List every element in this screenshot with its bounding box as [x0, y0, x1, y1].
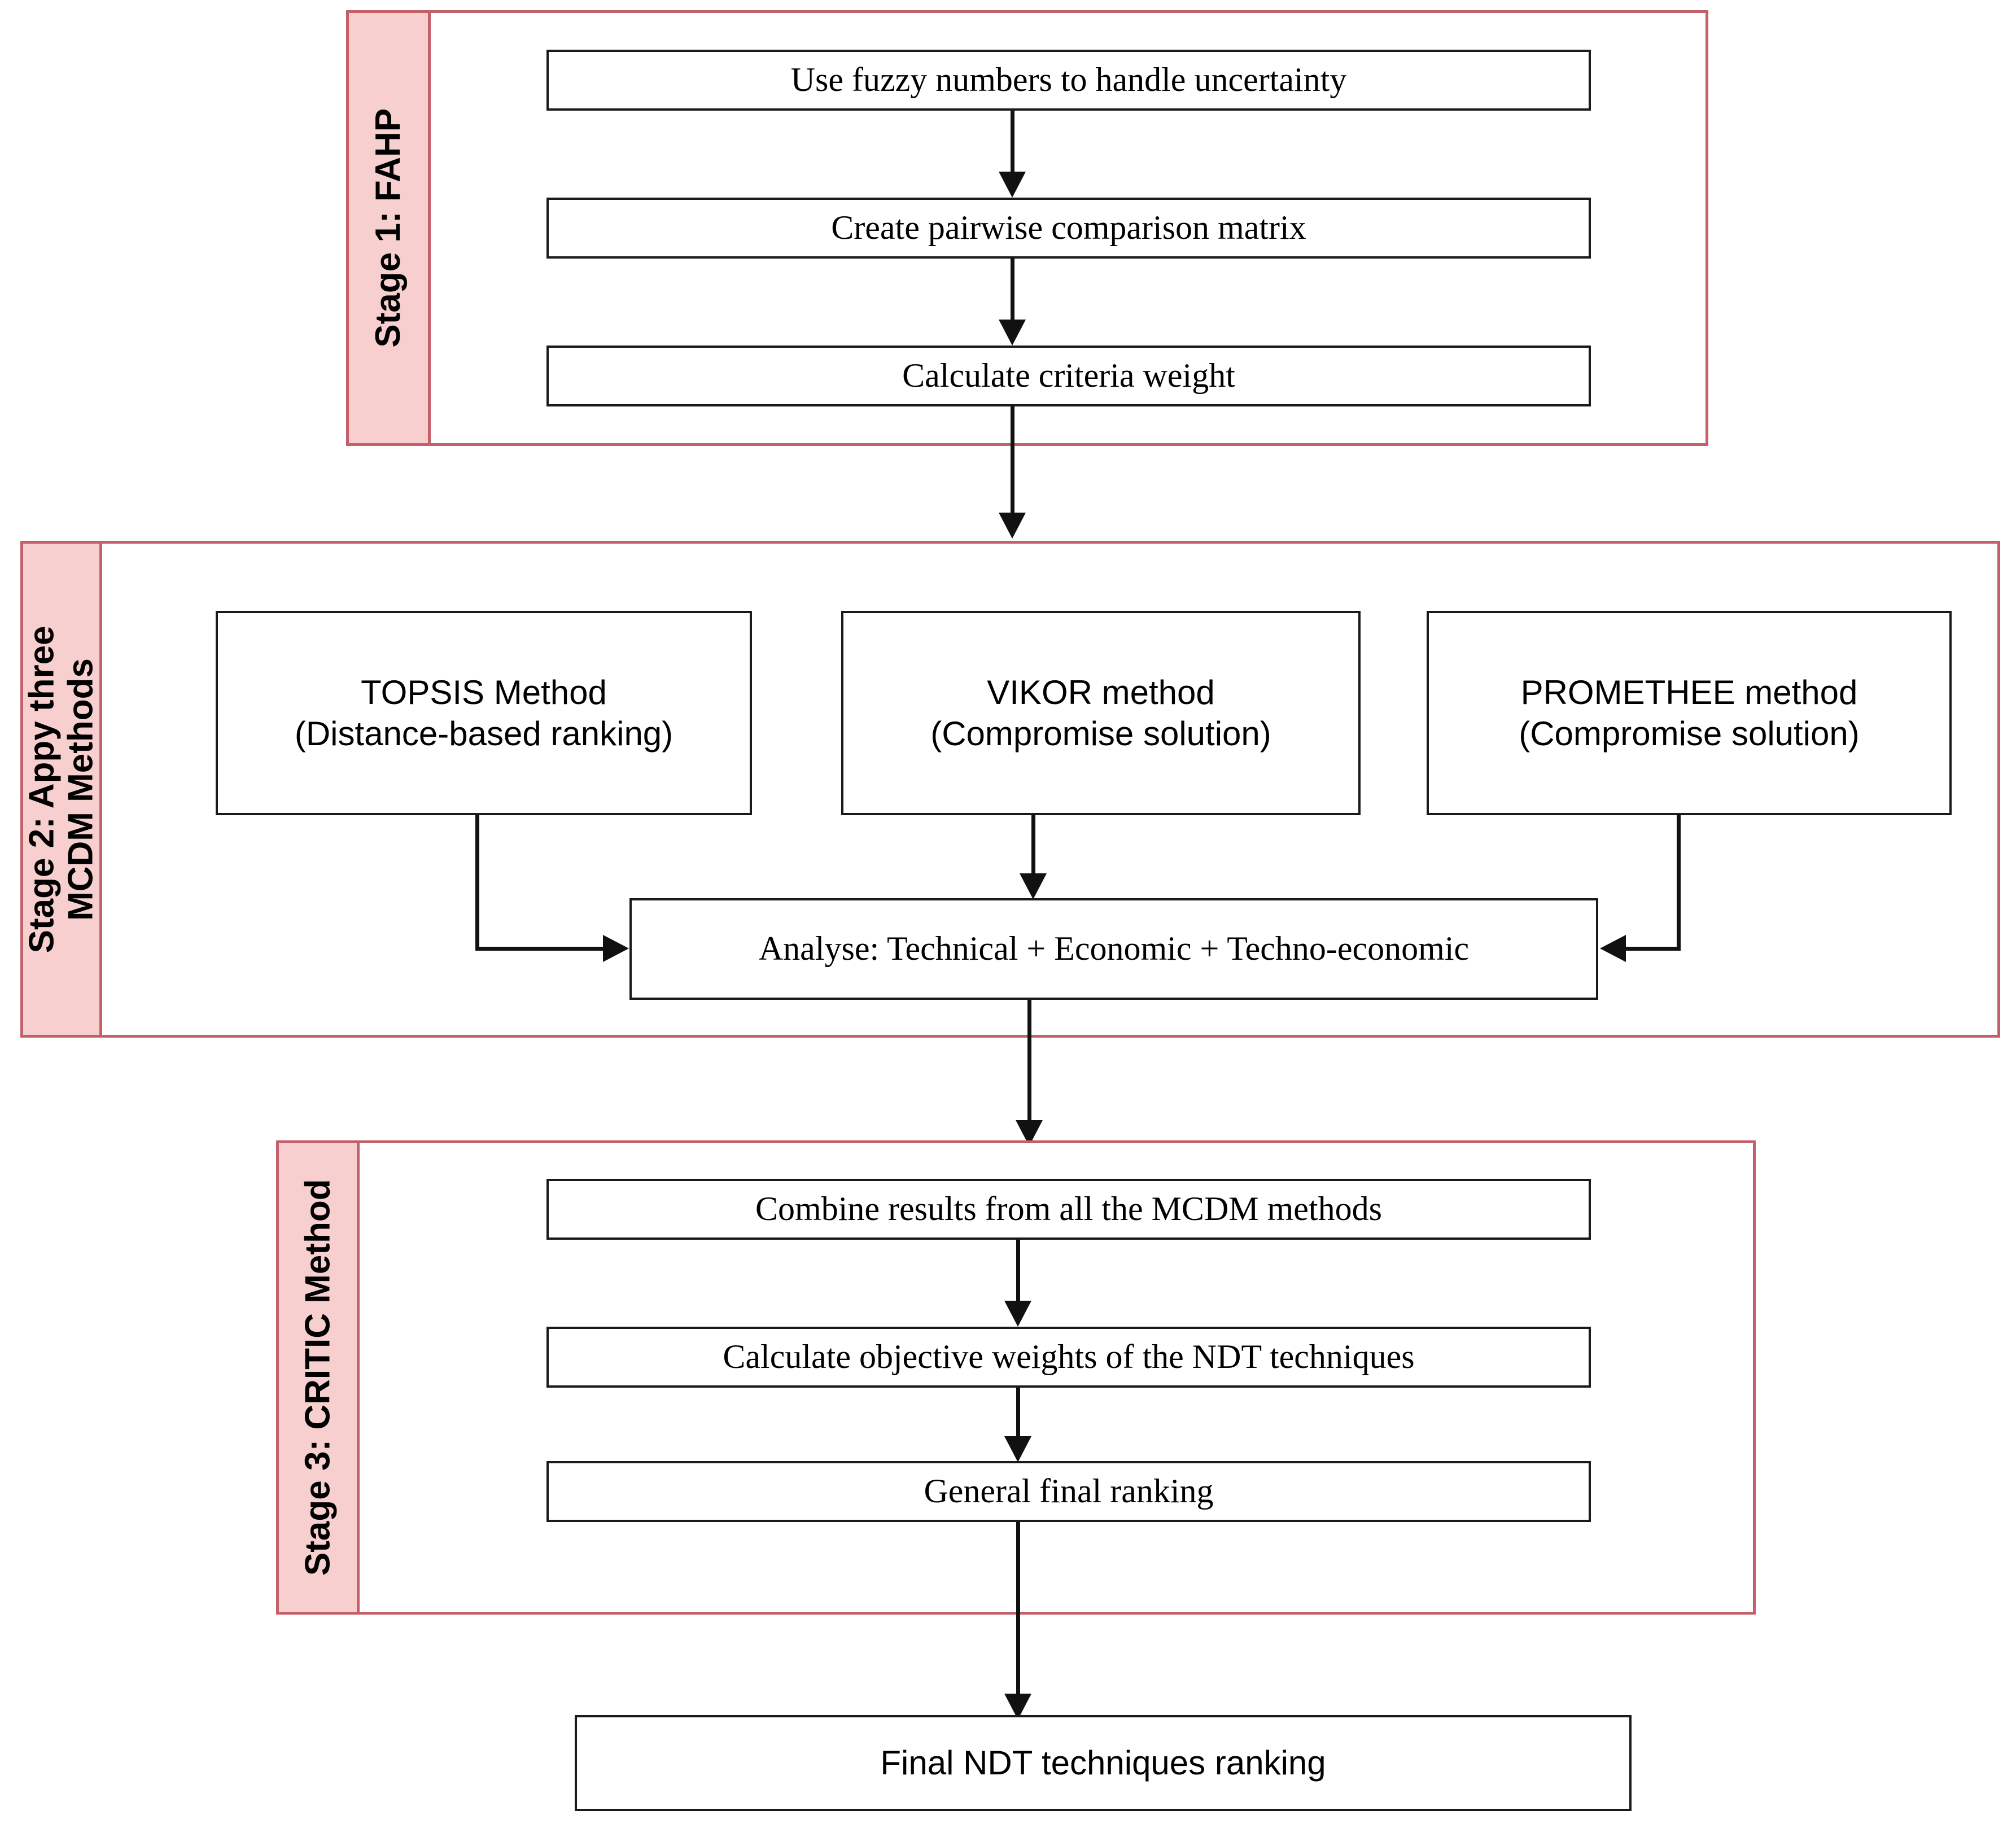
arrowhead-stage1-to-stage2	[999, 513, 1026, 539]
node-fuzzy-numbers-label: Use fuzzy numbers to handle uncertainty	[790, 61, 1347, 99]
stage-1-band-label: Stage 1: FAHP	[369, 108, 408, 348]
node-topsis-label: TOPSIS Method (Distance-based ranking)	[294, 673, 674, 753]
connector-stage1-to-stage2	[1011, 406, 1014, 514]
node-vikor[interactable]: VIKOR method (Compromise solution)	[841, 611, 1361, 815]
node-combine-results-label: Combine results from all the MCDM method…	[755, 1190, 1382, 1228]
node-vikor-label: VIKOR method (Compromise solution)	[930, 673, 1271, 753]
node-fuzzy-numbers[interactable]: Use fuzzy numbers to handle uncertainty	[546, 50, 1591, 111]
node-combine-results[interactable]: Combine results from all the MCDM method…	[546, 1179, 1591, 1240]
stage-1-band: Stage 1: FAHP	[349, 13, 431, 443]
node-general-ranking-label: General final ranking	[924, 1472, 1214, 1510]
connector-topsis-right	[475, 947, 604, 951]
connector-promethee-down	[1677, 815, 1681, 951]
node-objective-weights[interactable]: Calculate objective weights of the NDT t…	[546, 1327, 1591, 1388]
connector-topsis-down	[475, 815, 479, 951]
connector-weights-to-general	[1016, 1388, 1020, 1437]
arrowhead-promethee-to-analyse	[1600, 935, 1626, 962]
node-final-ranking[interactable]: Final NDT techniques ranking	[575, 1715, 1632, 1811]
arrowhead-fuzzy-to-pairwise	[999, 172, 1026, 198]
connector-pairwise-to-criteria	[1011, 259, 1014, 322]
node-pairwise-matrix-label: Create pairwise comparison matrix	[831, 209, 1306, 247]
node-analyse-label: Analyse: Technical + Economic + Techno-e…	[758, 930, 1470, 968]
stage-3-band-label: Stage 3: CRITIC Method	[298, 1179, 338, 1576]
connector-fuzzy-to-pairwise	[1011, 111, 1014, 173]
stage-3-band: Stage 3: CRITIC Method	[279, 1143, 360, 1612]
node-topsis[interactable]: TOPSIS Method (Distance-based ranking)	[216, 611, 752, 815]
connector-vikor-down	[1031, 815, 1035, 874]
stage-2-band-label-line1: Stage 2: Appy three	[22, 626, 62, 953]
arrowhead-topsis-to-analyse	[603, 935, 629, 962]
arrowhead-vikor-to-analyse	[1020, 873, 1047, 899]
stage-2-band-label-line2: MCDM Methods	[61, 658, 100, 921]
node-promethee-label: PROMETHEE method (Compromise solution)	[1519, 673, 1860, 753]
node-pairwise-matrix[interactable]: Create pairwise comparison matrix	[546, 198, 1591, 259]
connector-stage2-to-stage3	[1027, 1000, 1031, 1121]
node-criteria-weight[interactable]: Calculate criteria weight	[546, 346, 1591, 406]
connector-stage3-to-final	[1016, 1522, 1020, 1703]
node-promethee[interactable]: PROMETHEE method (Compromise solution)	[1427, 611, 1952, 815]
node-objective-weights-label: Calculate objective weights of the NDT t…	[723, 1338, 1415, 1376]
node-analyse[interactable]: Analyse: Technical + Economic + Techno-e…	[629, 898, 1598, 1000]
arrowhead-pairwise-to-criteria	[999, 320, 1026, 346]
arrowhead-weights-to-general	[1004, 1436, 1031, 1462]
connector-promethee-left	[1625, 947, 1681, 951]
node-general-ranking[interactable]: General final ranking	[546, 1461, 1591, 1522]
node-criteria-weight-label: Calculate criteria weight	[902, 357, 1235, 395]
connector-combine-to-weights	[1016, 1240, 1020, 1302]
node-final-ranking-label: Final NDT techniques ranking	[880, 1744, 1326, 1782]
arrowhead-combine-to-weights	[1004, 1301, 1031, 1327]
